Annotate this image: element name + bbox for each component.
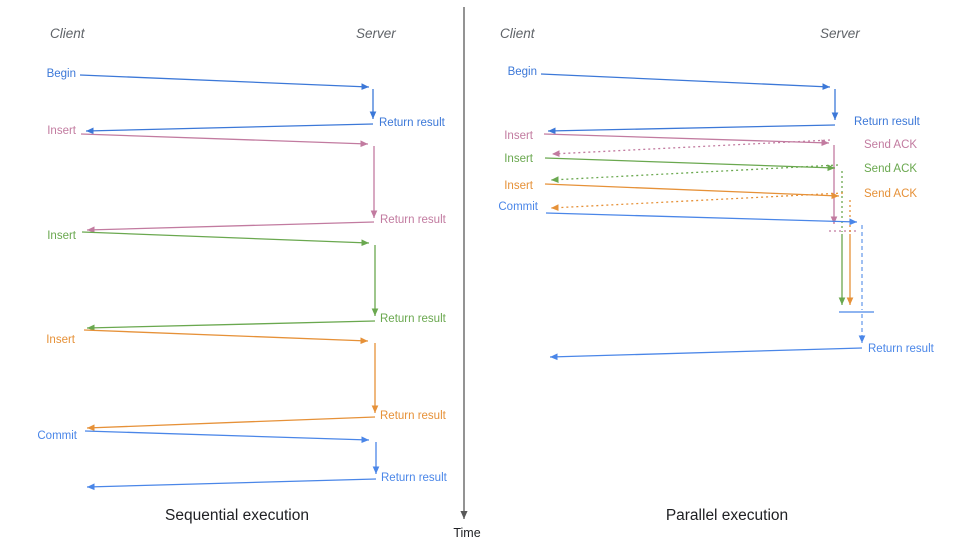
par-insert1-request-arrow (543, 133, 830, 147)
sequential-caption: Sequential execution (165, 507, 309, 524)
right-client-header: Client (500, 26, 536, 41)
seq-commit-return-arrow (86, 478, 377, 491)
par-insert3-exchange: Insert Send ACK (504, 180, 917, 305)
right-server-header: Server (820, 26, 860, 41)
seq-insert1-response-label: Return result (380, 214, 447, 226)
par-begin-request-arrow (540, 73, 831, 91)
seq-begin-response-label: Return result (379, 117, 446, 129)
par-insert3-ack-arrow (550, 192, 844, 211)
seq-insert3-label: Insert (46, 334, 76, 346)
seq-commit-exchange: Commit Return result (37, 430, 448, 491)
par-insert1-ack-arrow (551, 139, 831, 157)
time-axis: Time (453, 7, 481, 540)
par-begin-label: Begin (508, 66, 537, 78)
seq-insert3-exchange: Insert Return result (46, 329, 447, 432)
par-insert3-request-arrow (544, 183, 840, 200)
par-insert2-exchange: Insert Send ACK (504, 153, 917, 305)
par-begin-exchange: Begin Return result (508, 66, 921, 135)
seq-begin-request-arrow (79, 74, 370, 91)
seq-insert3-return-arrow (86, 416, 376, 432)
seq-commit-response-label: Return result (381, 472, 448, 484)
left-client-header: Client (50, 26, 86, 41)
par-commit-request-arrow (545, 212, 858, 226)
seq-insert2-exchange: Insert Return result (47, 230, 447, 332)
seq-insert2-response-label: Return result (380, 313, 447, 325)
seq-insert2-return-arrow (86, 320, 376, 332)
par-insert1-exchange: Insert Send ACK (504, 130, 917, 232)
par-commit-label: Commit (498, 201, 538, 213)
par-commit-response-label: Return result (868, 343, 935, 355)
seq-insert1-exchange: Insert Return result (47, 125, 447, 234)
par-insert2-label: Insert (504, 153, 534, 165)
seq-insert1-request-arrow (80, 133, 369, 148)
seq-begin-label: Begin (47, 68, 76, 80)
par-insert1-label: Insert (504, 130, 534, 142)
par-insert3-label: Insert (504, 180, 534, 192)
parallel-panel: Client Server Begin Return result Insert… (498, 26, 934, 524)
par-insert2-request-arrow (544, 157, 836, 172)
par-insert3-response-label: Send ACK (864, 188, 917, 200)
parallel-caption: Parallel execution (666, 507, 788, 524)
left-server-header: Server (356, 26, 396, 41)
seq-insert1-label: Insert (47, 125, 77, 137)
sequential-panel: Client Server Begin Return result Insert… (37, 26, 447, 524)
par-commit-exchange: Commit Return result (498, 201, 935, 361)
seq-insert2-label: Insert (47, 230, 77, 242)
time-axis-label: Time (453, 526, 480, 540)
seq-insert1-return-arrow (86, 221, 375, 234)
seq-begin-exchange: Begin Return result (47, 68, 446, 135)
par-begin-return-arrow (547, 124, 836, 135)
seq-insert3-request-arrow (83, 329, 369, 345)
seq-insert2-request-arrow (81, 231, 370, 247)
seq-commit-request-arrow (84, 430, 370, 444)
par-insert2-response-label: Send ACK (864, 163, 917, 175)
seq-begin-return-arrow (85, 123, 374, 135)
par-begin-response-label: Return result (854, 116, 921, 128)
par-insert1-response-label: Send ACK (864, 139, 917, 151)
par-commit-return-arrow (549, 347, 863, 361)
seq-commit-label: Commit (37, 430, 77, 442)
seq-insert3-response-label: Return result (380, 410, 447, 422)
